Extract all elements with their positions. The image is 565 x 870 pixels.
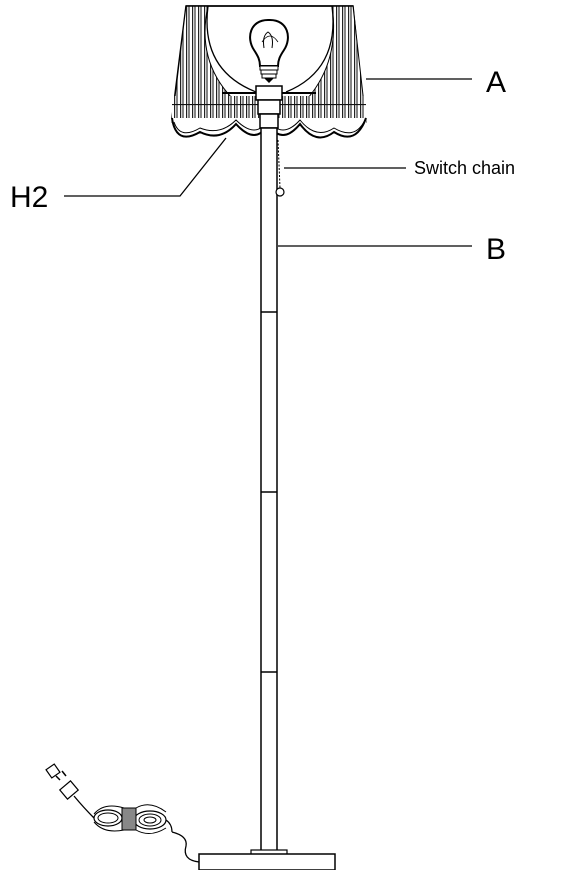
callout-shade: A — [366, 66, 506, 99]
switch-chain — [275, 139, 285, 197]
callout-label-shade: A — [486, 66, 506, 99]
callout-chain: Switch chain — [284, 158, 515, 178]
callout-label-pole: B — [486, 233, 506, 266]
light-bulb-icon — [249, 19, 289, 83]
lamp-pole — [260, 127, 278, 857]
power-cord — [45, 763, 200, 863]
callout-harp: H2 — [10, 137, 227, 214]
plug-icon — [55, 770, 80, 800]
callout-pole: B — [278, 233, 506, 266]
callout-label-harp: H2 — [10, 181, 48, 214]
lamp-base — [198, 849, 336, 870]
socket-assembly — [222, 85, 316, 129]
plug-cap-icon — [45, 763, 61, 779]
lamp-shade — [171, 5, 367, 139]
chain-pull-knob — [275, 187, 285, 197]
coiled-cord-icon — [93, 804, 173, 834]
callout-label-chain: Switch chain — [414, 158, 515, 178]
